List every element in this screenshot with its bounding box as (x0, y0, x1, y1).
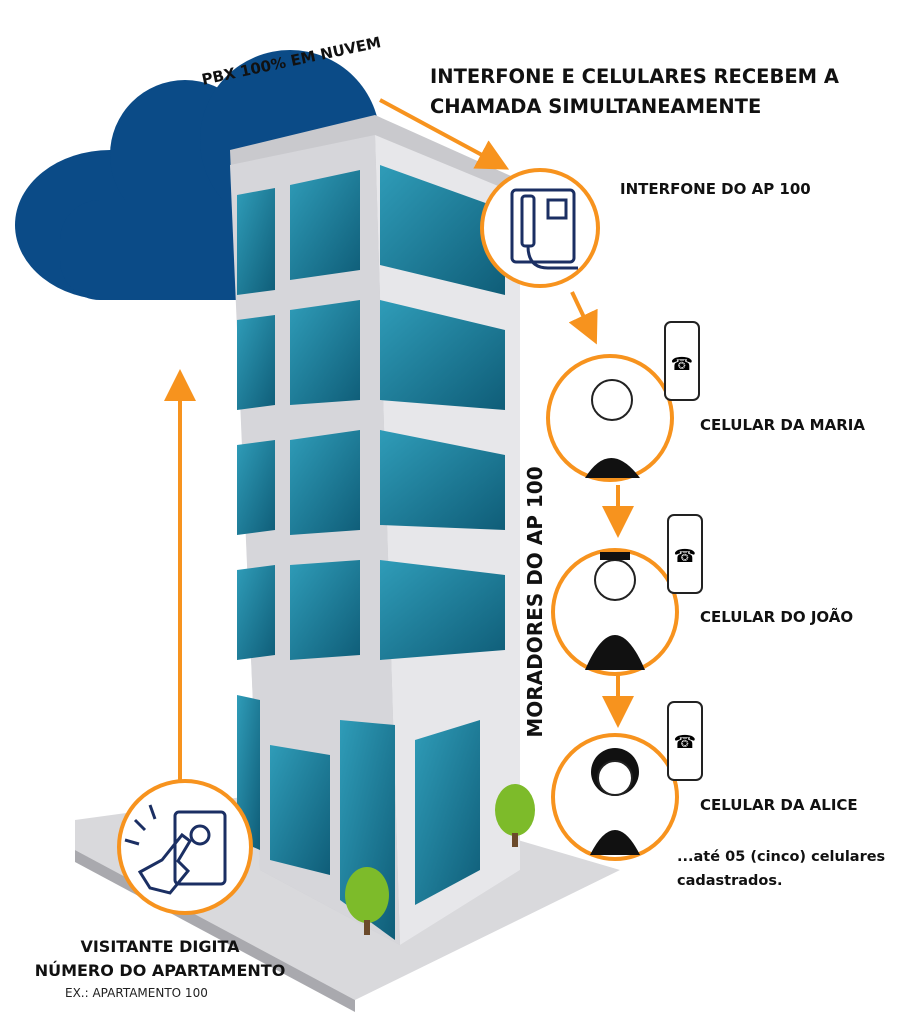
note-line-2: cadastrados. (677, 873, 783, 889)
arrow-cloud-to-intercom (379, 98, 510, 170)
phone-icon: ☎ (667, 514, 703, 594)
joao-label: CELULAR DO JOÃO (700, 608, 854, 626)
phone-icon: ☎ (667, 701, 703, 781)
arrow-intercom-to-maria (568, 291, 598, 345)
intercom-icon (510, 188, 578, 270)
visitor-line-1: VISITANTE DIGITA (80, 937, 240, 956)
visitor-label: VISITANTE DIGITA NÚMERO DO APARTAMENTO (30, 935, 290, 983)
alice-node: ☎ (551, 701, 703, 861)
visitor-example: EX.: APARTAMENTO 100 (65, 986, 208, 1000)
alice-label: CELULAR DA ALICE (700, 796, 858, 814)
building (230, 115, 520, 945)
svg-text:☎: ☎ (671, 354, 693, 375)
visitor-line-2: NÚMERO DO APARTAMENTO (34, 961, 286, 980)
phones-note: ...até 05 (cinco) celulares cadastrados. (677, 845, 885, 893)
person-icon (585, 552, 645, 670)
maria-label: CELULAR DA MARIA (700, 416, 865, 434)
intercom-node (480, 168, 600, 288)
residents-label: MORADORES DO AP 100 (523, 466, 547, 738)
svg-text:☎: ☎ (674, 732, 696, 753)
keypad-hand-icon (124, 804, 227, 895)
heading-line-1: INTERFONE E CELULARES RECEBEM A (430, 65, 839, 88)
person-icon (590, 748, 640, 855)
maria-node: ☎ (546, 321, 700, 482)
heading-line-2: CHAMADA SIMULTANEAMENTE (430, 95, 762, 118)
intercom-label: INTERFONE DO AP 100 (620, 180, 811, 198)
flow-arrows (164, 98, 634, 785)
page-heading: INTERFONE E CELULARES RECEBEM A CHAMADA … (430, 62, 839, 122)
person-icon (585, 379, 640, 478)
phone-icon: ☎ (664, 321, 700, 401)
tree-icon (345, 867, 389, 935)
tree-icon (495, 784, 535, 847)
note-line-1: ...até 05 (cinco) celulares (677, 849, 886, 865)
joao-node: ☎ (551, 514, 703, 676)
svg-text:☎: ☎ (674, 546, 696, 567)
visitor-node (117, 779, 253, 915)
